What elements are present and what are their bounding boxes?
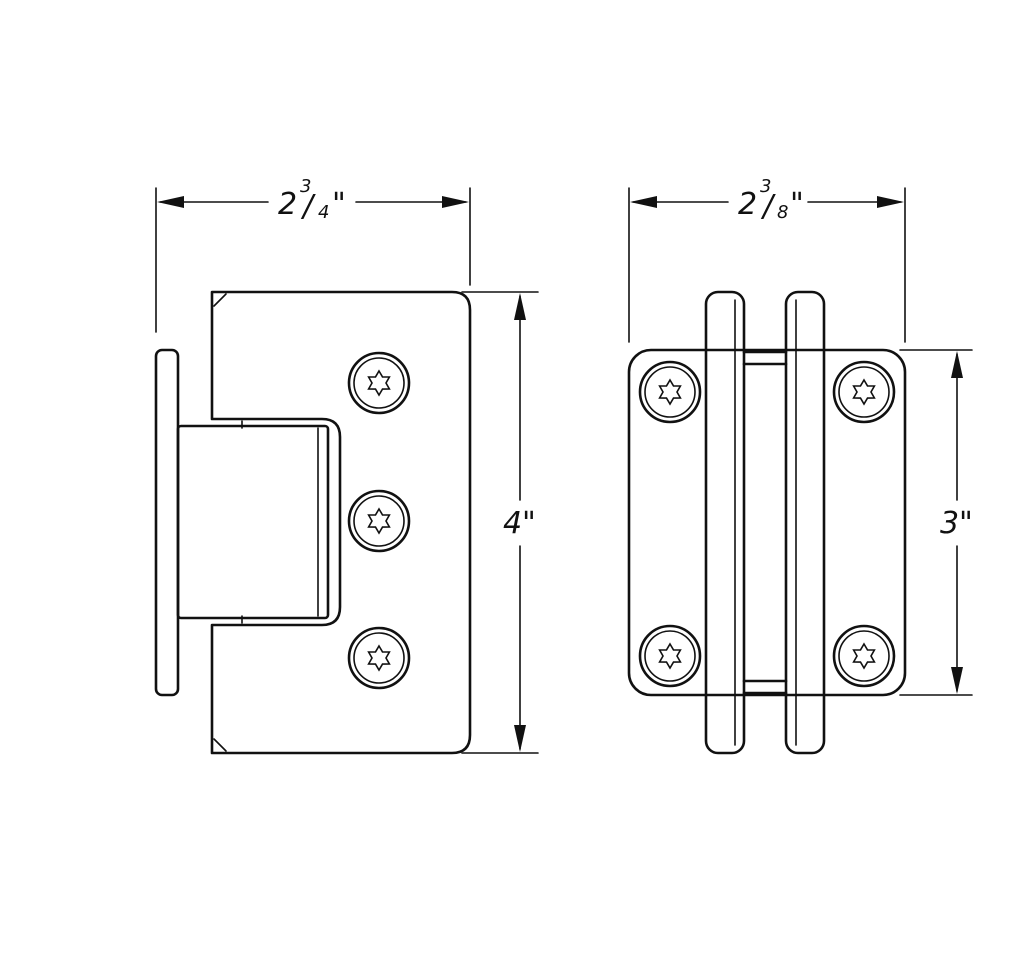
- screw-head-outer: [638, 624, 702, 688]
- dim-clamp-width-denominator: 8: [777, 202, 788, 223]
- screw-head-inner: [353, 632, 405, 684]
- arrowhead: [514, 725, 526, 752]
- screw-head-outer: [347, 489, 411, 553]
- torx-screw-icon: [347, 626, 411, 690]
- arrowhead: [951, 351, 963, 378]
- dim-hinge-width-numerator: 3: [300, 176, 311, 197]
- clamp-view: [627, 290, 907, 755]
- screw-head-inner: [644, 366, 696, 418]
- dim-clamp-width-whole: 2: [738, 187, 757, 222]
- screws-group: [347, 351, 896, 690]
- arrowhead: [877, 196, 904, 208]
- torx-screw-icon: [832, 624, 896, 688]
- dim-clamp-height: 3 ": [899, 349, 973, 696]
- torx-screw-icon: [638, 360, 702, 424]
- clamp-back-plate: [627, 348, 907, 697]
- torx-screw-icon: [832, 360, 896, 424]
- clamp-bar-left: [704, 290, 746, 755]
- hinge-leaf: [210, 290, 472, 755]
- hinge-chamfer-bottom: [213, 738, 227, 752]
- dim-hinge-width: 2 3 / 4 ": [155, 176, 471, 333]
- hinge-knuckle: [176, 424, 330, 620]
- torx-socket: [852, 378, 876, 406]
- torx-socket: [367, 369, 391, 397]
- screw-head-outer: [832, 360, 896, 424]
- torx-screw-icon: [347, 351, 411, 415]
- hinge-wall-plate: [154, 348, 180, 697]
- torx-screw-icon: [347, 489, 411, 553]
- arrowhead: [157, 196, 184, 208]
- dim-hinge-height-unit: ": [522, 506, 536, 541]
- dim-hinge-width-whole: 2: [278, 187, 297, 222]
- torx-socket: [658, 378, 682, 406]
- torx-socket: [852, 642, 876, 670]
- screw-head-inner: [353, 357, 405, 409]
- screw-head-inner: [838, 366, 890, 418]
- dim-clamp-width-unit: ": [790, 187, 804, 222]
- torx-screw-icon: [638, 624, 702, 688]
- arrowhead: [514, 293, 526, 320]
- dim-hinge-height: 4 ": [461, 291, 539, 754]
- screw-head-outer: [347, 626, 411, 690]
- screw-head-outer: [832, 624, 896, 688]
- dim-clamp-width-numerator: 3: [760, 176, 771, 197]
- arrowhead: [442, 196, 469, 208]
- hinge-view: [154, 290, 472, 755]
- dim-hinge-height-value: 4: [503, 506, 522, 541]
- dim-clamp-width: 2 3 / 8 ": [628, 176, 906, 343]
- arrowhead: [951, 667, 963, 694]
- screw-head-outer: [638, 360, 702, 424]
- arrowhead: [630, 196, 657, 208]
- screw-head-inner: [644, 630, 696, 682]
- torx-socket: [367, 644, 391, 672]
- dim-hinge-width-denominator: 4: [318, 202, 329, 223]
- clamp-bar-right: [784, 290, 826, 755]
- dim-clamp-height-unit: ": [959, 506, 973, 541]
- torx-socket: [658, 642, 682, 670]
- dim-clamp-height-value: 3: [940, 506, 959, 541]
- dim-fraction-slash: /: [300, 189, 316, 224]
- screw-head-outer: [347, 351, 411, 415]
- hinge-chamfer-top: [213, 293, 227, 307]
- dim-hinge-width-unit: ": [332, 187, 346, 222]
- screw-head-inner: [838, 630, 890, 682]
- torx-socket: [367, 507, 391, 535]
- screw-head-inner: [353, 495, 405, 547]
- dim-fraction-slash: /: [760, 189, 776, 224]
